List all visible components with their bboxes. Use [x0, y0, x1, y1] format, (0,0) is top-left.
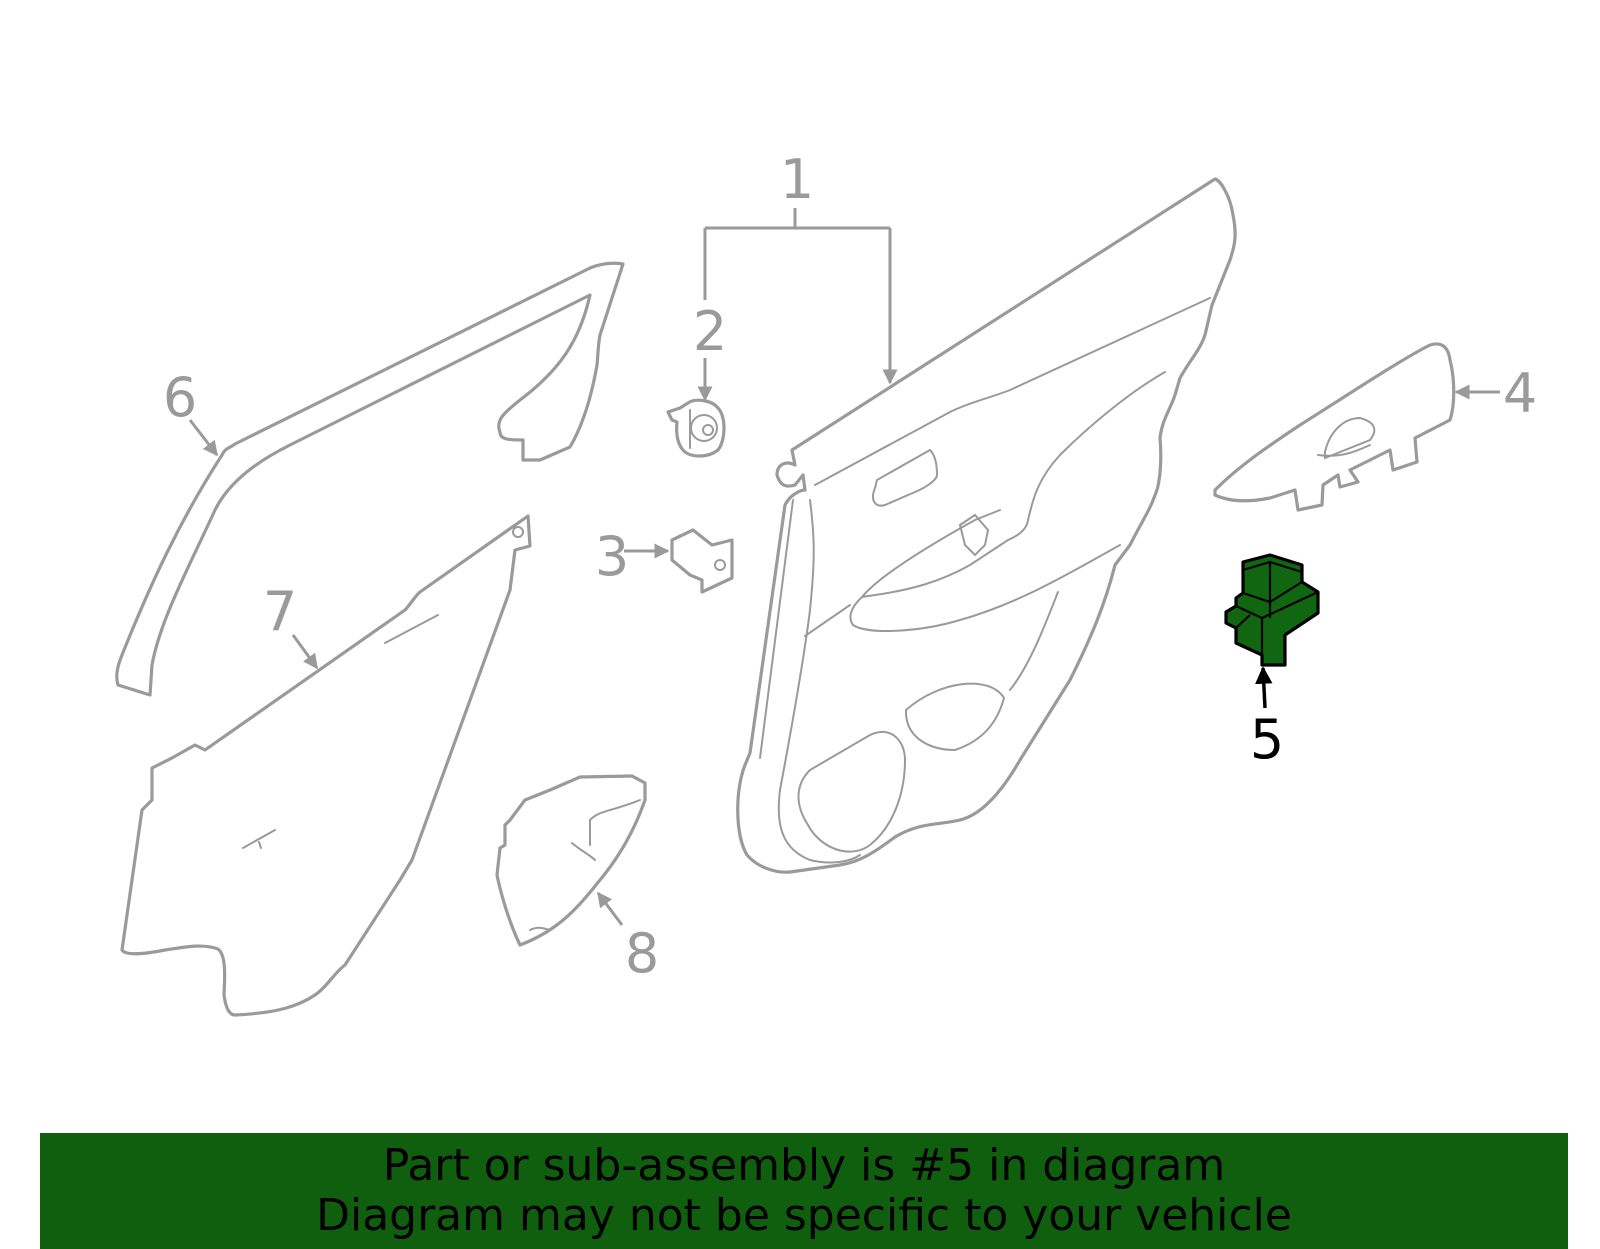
- callout-3: 3: [595, 525, 629, 588]
- leader-1-bracket: [703, 208, 890, 383]
- callout-8: 8: [625, 922, 659, 985]
- part-3-bracket: [670, 528, 734, 594]
- banner-line-1: Part or sub-assembly is #5 in diagram: [382, 1140, 1226, 1191]
- leader-lines: [188, 208, 1500, 926]
- leader-5: [1255, 666, 1273, 709]
- info-banner: Part or sub-assembly is #5 in diagram Di…: [40, 1133, 1568, 1249]
- part-4-switch-bezel: [1213, 342, 1456, 512]
- callout-1: 1: [780, 148, 814, 211]
- callout-labels: 1 2 3 4 5 6 7 8: [163, 148, 1537, 985]
- part-1-door-trim: [736, 177, 1237, 874]
- leader-8: [596, 891, 624, 926]
- leader-6: [188, 419, 219, 457]
- part-6-molding: [115, 261, 625, 697]
- leader-7: [291, 634, 319, 670]
- part-7-water-shield: [120, 514, 532, 1017]
- part-5-switch-highlighted: [1224, 553, 1320, 667]
- callout-2: 2: [693, 300, 727, 363]
- callout-5: 5: [1250, 708, 1284, 771]
- callout-7: 7: [263, 580, 297, 643]
- banner-line-2: Diagram may not be specific to your vehi…: [316, 1190, 1292, 1241]
- part-8-bracket: [495, 774, 647, 947]
- callout-6: 6: [163, 366, 197, 429]
- part-2-clip: [666, 398, 726, 458]
- callout-4: 4: [1503, 362, 1537, 425]
